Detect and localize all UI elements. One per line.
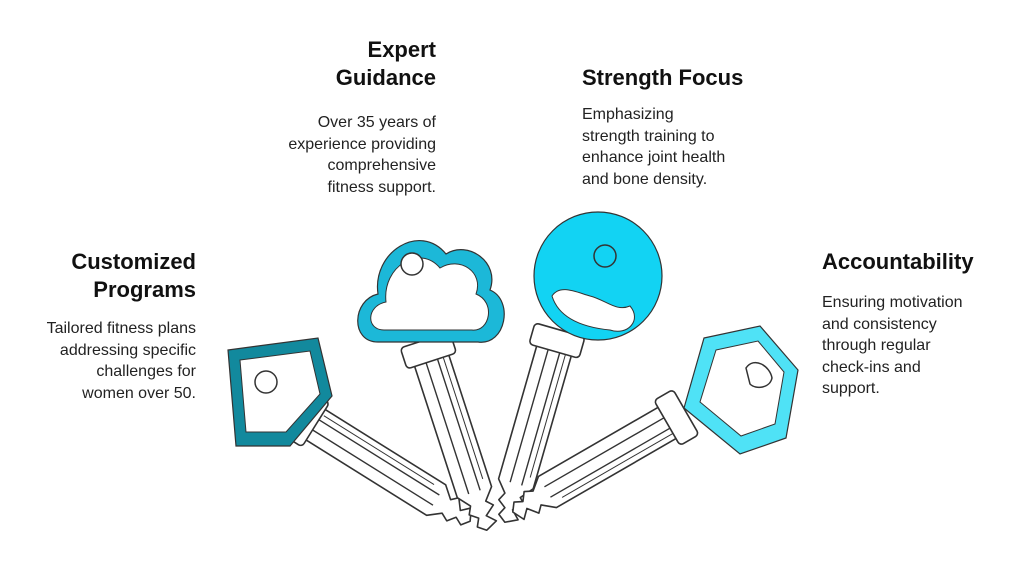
expert-guidance-description: Over 35 years of experience providing co… xyxy=(288,114,436,196)
strength-focus-block: Strength Focus Emphasizing strength trai… xyxy=(582,64,802,190)
round-key-hole xyxy=(593,244,617,268)
customized-programs-title: Customized Programs xyxy=(71,249,196,302)
pentagon-key xyxy=(227,337,481,538)
customized-programs-block: Customized Programs Tailored fitness pla… xyxy=(8,248,196,404)
accountability-title: Accountability xyxy=(822,249,974,274)
strength-focus-description: Emphasizing strength training to enhance… xyxy=(582,106,726,188)
expert-guidance-title: Expert Guidance xyxy=(335,37,436,90)
cloud-key xyxy=(357,240,505,537)
customized-programs-description: Tailored fitness plans addressing specif… xyxy=(46,320,196,402)
expert-guidance-block: Expert Guidance Over 35 years of experie… xyxy=(236,36,436,198)
hexagon-key xyxy=(502,325,799,529)
accountability-block: Accountability Ensuring motivation and c… xyxy=(822,248,1022,400)
hexagon-key-hole xyxy=(745,361,773,389)
accountability-description: Ensuring motivation and consistency thro… xyxy=(822,294,963,397)
cloud-key-hole xyxy=(400,252,424,276)
pentagon-key-hole xyxy=(254,370,278,394)
round-key xyxy=(486,211,663,529)
strength-focus-title: Strength Focus xyxy=(582,65,744,90)
